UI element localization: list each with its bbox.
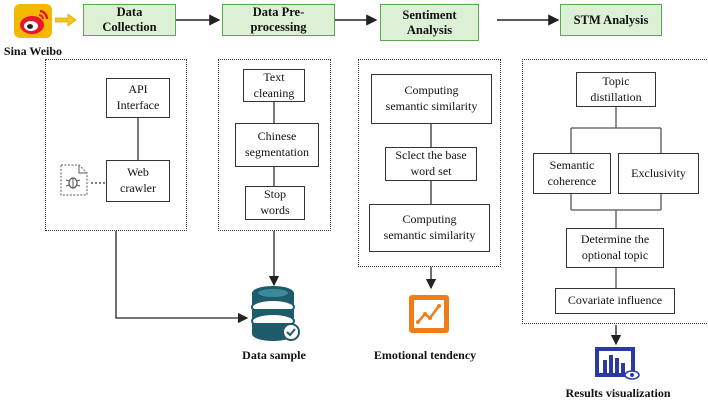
exclusivity-box: Exclusivity [618, 153, 699, 194]
bar-chart-icon [594, 346, 640, 382]
stm-group [522, 59, 708, 324]
api-interface-box: API Interface [106, 78, 170, 118]
preprocessing-group [218, 59, 331, 231]
results-visualization-label: Results visualization [565, 386, 671, 400]
stop-words-box: Stop words [245, 186, 305, 220]
collection-group [45, 59, 187, 231]
stage-sentiment-analysis: Sentiment Analysis [380, 4, 479, 41]
semantic-similarity-box-2: Computing semantic similarity [369, 204, 490, 252]
yellow-arrow-icon [54, 13, 77, 27]
emotional-tendency-label: Emotional tendency [373, 348, 477, 362]
trend-chart-icon [408, 294, 450, 334]
text-cleaning-box: Text cleaning [243, 69, 305, 102]
semantic-coherence-box: Semantic coherence [533, 153, 611, 194]
stage-stm-analysis: STM Analysis [560, 4, 662, 36]
topic-distillation-box: Topic distillation [576, 72, 656, 107]
database-icon [249, 285, 301, 343]
source-label: Sina Weibo [3, 44, 63, 58]
covariate-influence-box: Covariate influence [555, 288, 675, 314]
stage-data-collection: Data Collection [83, 4, 176, 36]
data-sample-label: Data sample [242, 348, 306, 362]
crawler-file-icon [58, 163, 90, 197]
base-word-set-box: Sclect the base word set [385, 147, 477, 181]
determine-topic-box: Determine the optional topic [566, 228, 664, 268]
sentiment-group [358, 59, 501, 267]
stage-data-preprocessing: Data Pre- processing [222, 4, 335, 36]
chinese-segmentation-box: Chinese segmentation [235, 123, 319, 167]
weibo-logo-icon [14, 4, 52, 38]
semantic-similarity-box-1: Computing semantic similarity [371, 74, 492, 124]
web-crawler-box: Web crawler [106, 160, 170, 202]
